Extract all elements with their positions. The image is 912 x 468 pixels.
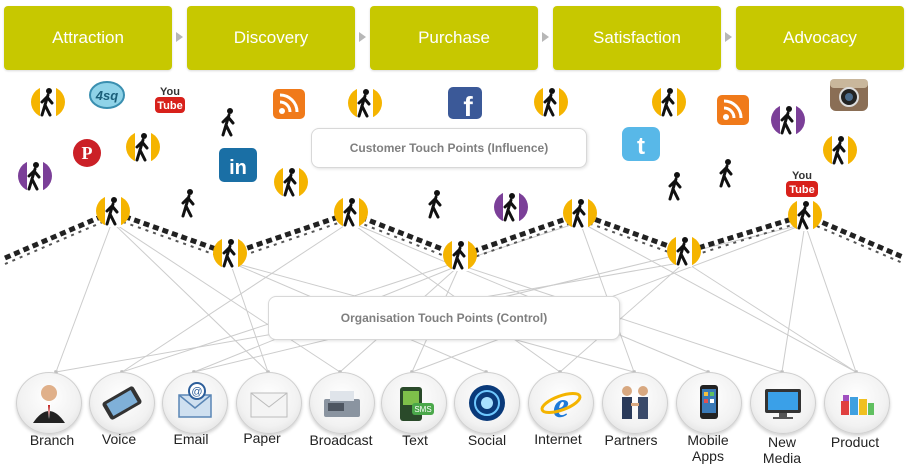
walking-person-icon (822, 133, 858, 167)
channel-label-email: Email (173, 431, 209, 447)
youtube-icon: You Tube (153, 83, 187, 115)
organisation-touch-points-label: Organisation Touch Points (Control) (268, 296, 620, 340)
internet-channel-icon: e (528, 372, 594, 434)
new-media-channel-icon (750, 372, 816, 434)
svg-text:f: f (463, 91, 473, 120)
channel-label-broadcast: Broadcast (309, 432, 373, 448)
walking-person-icon (770, 103, 806, 137)
walking-person-icon (212, 236, 248, 270)
svg-text:@: @ (191, 386, 202, 398)
broadcast-channel-icon (309, 372, 375, 434)
stage-arrow (176, 32, 183, 42)
walking-person-icon (787, 198, 823, 232)
walking-person-icon (211, 105, 247, 139)
connector-line (781, 223, 806, 373)
connector-line (579, 221, 857, 373)
channel-label-internet: Internet (534, 431, 582, 447)
channel-label-partners: Partners (604, 432, 658, 448)
svg-text:You: You (160, 86, 180, 98)
walking-person-icon (273, 165, 309, 199)
instagram-icon (829, 78, 869, 112)
youtube-icon: You Tube (783, 167, 821, 199)
channel-label-product: Product (830, 434, 880, 450)
walking-person-icon (171, 186, 207, 220)
customer-touch-points-label: Customer Touch Points (Influence) (311, 128, 587, 168)
svg-text:SMS: SMS (414, 405, 431, 414)
svg-text:Tube: Tube (789, 184, 814, 196)
walking-person-icon (347, 86, 383, 120)
footprint-trail (4, 209, 906, 265)
walking-person-icon (533, 85, 569, 119)
channel-label-branch: Branch (29, 432, 75, 448)
walking-person-icon (442, 238, 478, 272)
stage-discovery: Discovery (187, 6, 355, 70)
rss-icon (716, 94, 750, 126)
walking-person-icon (17, 159, 53, 193)
walking-person-icon (418, 187, 454, 221)
connector-line (804, 223, 857, 373)
stage-arrow (359, 32, 366, 42)
branch-channel-icon (16, 372, 82, 434)
walking-person-icon (666, 234, 702, 268)
walking-person-icon (562, 196, 598, 230)
svg-text:You: You (792, 170, 812, 182)
foursquare-icon: 4sq (88, 80, 126, 110)
stage-advocacy: Advocacy (736, 6, 904, 70)
stage-arrow (542, 32, 549, 42)
twitter-icon: t (621, 126, 661, 162)
walking-person-icon (651, 85, 687, 119)
mobile-apps-channel-icon (676, 372, 742, 434)
walking-person-icon (493, 190, 529, 224)
walking-person-icon (30, 85, 66, 119)
voice-channel-icon (89, 372, 155, 434)
stage-purchase: Purchase (370, 6, 538, 70)
walking-person-icon (125, 130, 161, 164)
channel-label-social: Social (467, 432, 507, 448)
pinterest-icon: P (70, 138, 104, 168)
walking-person-icon (95, 194, 131, 228)
stage-attraction: Attraction (4, 6, 172, 70)
connector-line (111, 221, 341, 373)
connector-line (684, 261, 857, 373)
partners-channel-icon (602, 372, 668, 434)
channel-label-text: Text (402, 432, 428, 448)
svg-text:e: e (553, 385, 569, 425)
social-channel-icon (454, 372, 520, 434)
walking-person-icon (333, 195, 369, 229)
svg-text:4sq: 4sq (95, 88, 118, 103)
svg-text:t: t (637, 133, 645, 160)
channel-label-paper: Paper (243, 430, 281, 446)
connector-line (559, 261, 686, 373)
linkedin-icon: in (218, 147, 258, 183)
svg-text:Tube: Tube (157, 100, 182, 112)
svg-text:P: P (82, 143, 93, 163)
stage-satisfaction: Satisfaction (553, 6, 721, 70)
walking-person-icon (658, 169, 694, 203)
connector-line (229, 261, 269, 373)
product-channel-icon (824, 372, 890, 434)
svg-text:in: in (229, 157, 247, 179)
facebook-icon: f (447, 86, 483, 122)
connector-line (121, 221, 351, 373)
stage-arrow (725, 32, 732, 42)
text-channel-icon: SMS (381, 372, 447, 434)
connector-line (55, 221, 113, 373)
connector-line (111, 221, 269, 373)
channel-label-voice: Voice (101, 431, 137, 447)
rss-icon (272, 88, 306, 120)
paper-channel-icon (236, 372, 302, 434)
email-channel-icon: @ (162, 372, 228, 434)
walking-person-icon (709, 156, 745, 190)
